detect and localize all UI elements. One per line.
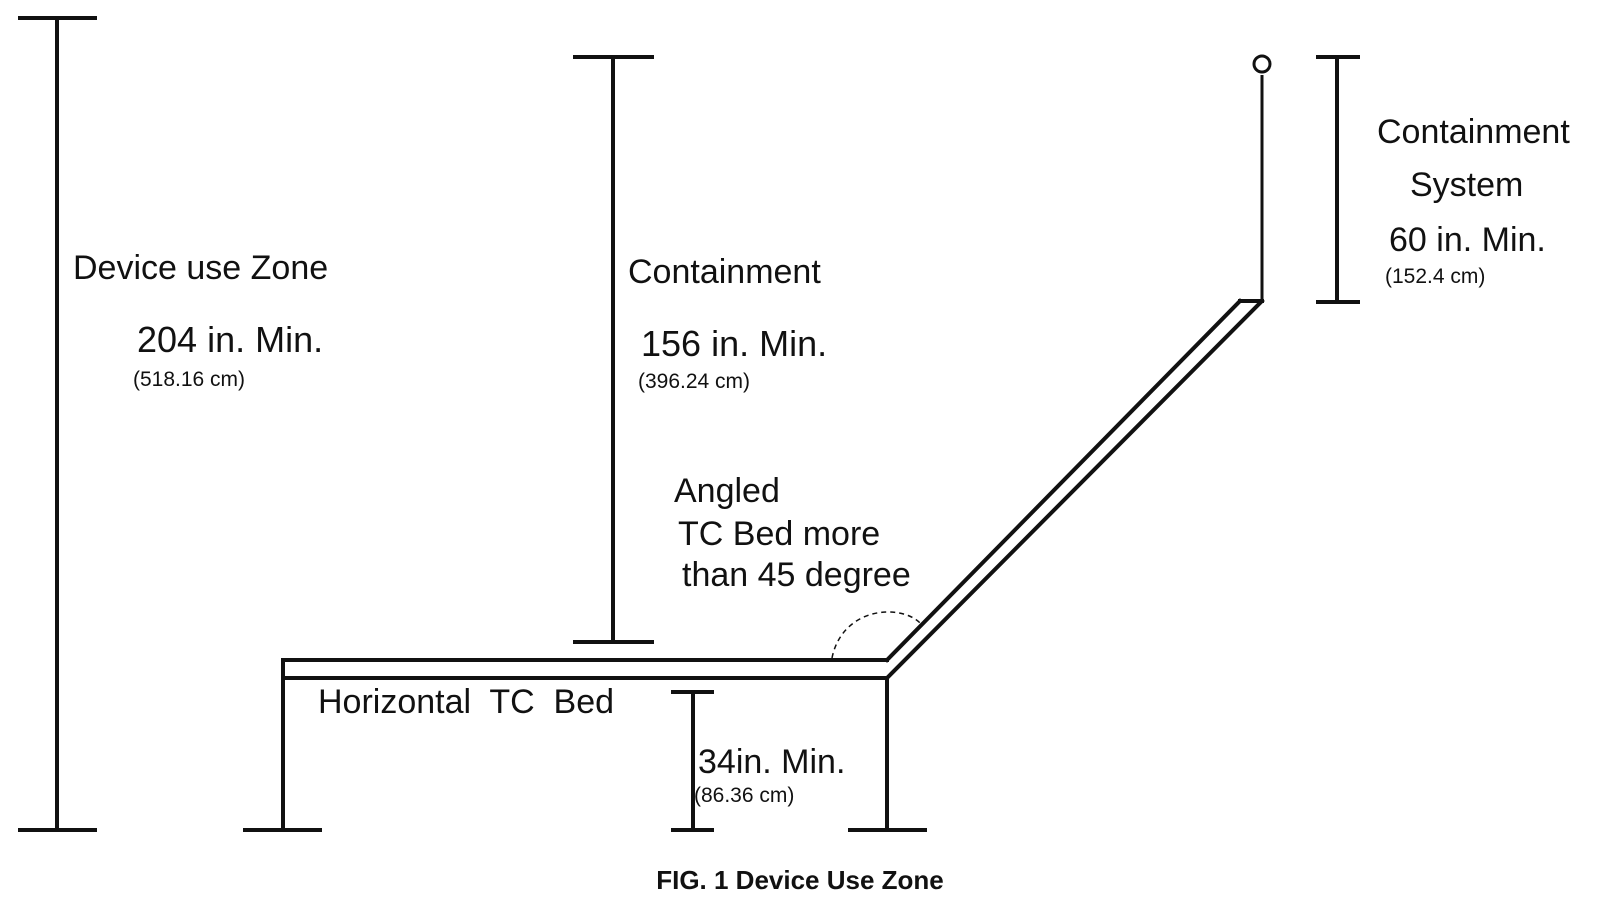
bed-height-value: 34in. Min.	[698, 743, 845, 781]
device-use-zone-title: Device use Zone	[73, 249, 328, 287]
containment-value: 156 in. Min.	[641, 323, 827, 364]
figure-caption: FIG. 1 Device Use Zone	[656, 865, 944, 895]
device-use-zone-value: 204 in. Min.	[137, 319, 323, 360]
horizontal-bed-label: Horizontal TC Bed	[318, 683, 614, 721]
angled-bed-line1: Angled	[674, 472, 780, 510]
angled-tc-bed	[884, 54, 1272, 681]
containment-system-dimension	[1316, 55, 1360, 304]
containment-dimension	[573, 55, 654, 644]
containment-system-metric: (152.4 cm)	[1385, 265, 1485, 288]
bed-height-metric: (86.36 cm)	[694, 784, 794, 807]
angled-bed-line3: than 45 degree	[682, 556, 911, 594]
containment-system-value: 60 in. Min.	[1389, 221, 1546, 259]
angled-bed-line2: TC Bed more	[678, 515, 880, 553]
bed-height-dimension	[671, 690, 714, 832]
containment-system-title-line2: System	[1410, 166, 1523, 204]
containment-title: Containment	[628, 253, 821, 291]
containment-system-title-line1: Containment	[1377, 113, 1570, 151]
angle-arc	[831, 611, 923, 659]
containment-metric: (396.24 cm)	[638, 370, 750, 393]
device-use-zone-dimension	[18, 16, 97, 832]
horizontal-tc-bed	[243, 658, 927, 832]
device-use-zone-metric: (518.16 cm)	[133, 368, 245, 391]
